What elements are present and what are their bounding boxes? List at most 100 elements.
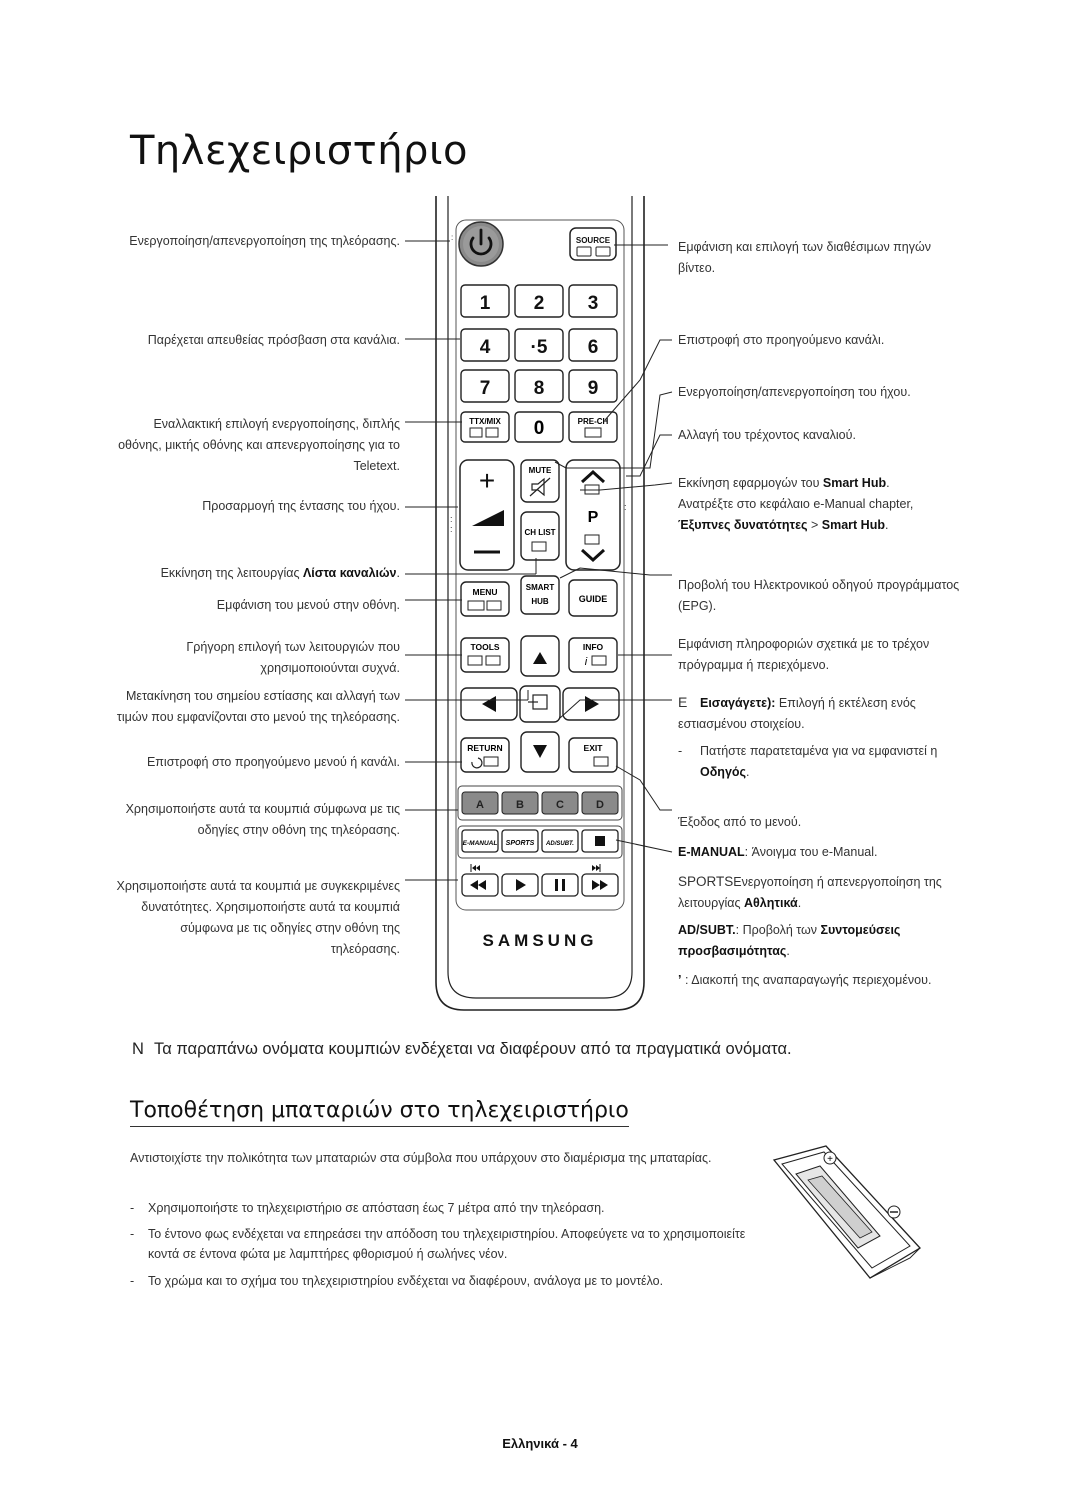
svg-text::: : bbox=[450, 524, 453, 534]
power-button[interactable] bbox=[458, 221, 504, 267]
enter-button[interactable] bbox=[519, 685, 561, 723]
svg-text:MUTE: MUTE bbox=[529, 466, 552, 475]
number-pad[interactable]: 1 2 3 4 ·5 6 7 8 9 bbox=[460, 284, 618, 403]
key-3: 3 bbox=[588, 293, 599, 314]
key-6: 6 bbox=[588, 337, 599, 358]
arrow-left-button[interactable] bbox=[460, 687, 518, 721]
volume-rocker[interactable]: + bbox=[459, 459, 515, 571]
ttx-mix-button[interactable]: TTX/MIX bbox=[460, 411, 510, 443]
key-4: 4 bbox=[480, 337, 491, 358]
label-return: Επιστροφή στο προηγούμενο μενού ή κανάλι… bbox=[146, 755, 400, 769]
label-ad-subt: AD/SUBT.: Προβολή των Συντομεύσεις προσβ… bbox=[678, 923, 901, 958]
battery-bullet: -Το χρώμα και το σχήμα του τηλεχειριστηρ… bbox=[130, 1274, 664, 1288]
label-info: Εμφάνιση πληροφοριών σχετικά με το τρέχο… bbox=[678, 637, 930, 672]
channel-rocker[interactable]: P bbox=[565, 459, 621, 571]
label-channel: Αλλαγή του τρέχοντος καναλιού. bbox=[678, 428, 856, 442]
label-pre-ch: Επιστροφή στο προηγούμενο κανάλι. bbox=[678, 333, 885, 347]
color-button-c[interactable]: C bbox=[541, 791, 579, 815]
label-volume: Προσαρμογή της έντασης του ήχου. bbox=[202, 499, 400, 513]
svg-text:A: A bbox=[476, 799, 484, 811]
label-tools: Γρήγορη επιλογή των λειτουργιών που χρησ… bbox=[186, 640, 400, 675]
source-button[interactable]: SOURCE bbox=[569, 227, 617, 261]
svg-text:C: C bbox=[556, 799, 564, 811]
page-footer: Ελληνικά - 4 bbox=[502, 1436, 578, 1451]
svg-text:HUB: HUB bbox=[531, 597, 549, 606]
svg-text:+: + bbox=[479, 465, 495, 496]
info-button[interactable]: INFO i bbox=[568, 637, 618, 673]
ch-list-button[interactable]: CH LIST bbox=[520, 511, 560, 561]
svg-text:MENU: MENU bbox=[472, 587, 497, 597]
svg-text:E-MANUAL: E-MANUAL bbox=[463, 840, 498, 847]
callout-lines bbox=[405, 240, 673, 881]
label-sports: SPORTSΕνεργοποίηση ή απενεργοποίηση της … bbox=[678, 874, 942, 910]
svg-text:D: D bbox=[596, 799, 604, 811]
svg-text:RETURN: RETURN bbox=[467, 743, 502, 753]
svg-text:B: B bbox=[516, 799, 524, 811]
svg-text:INFO: INFO bbox=[583, 642, 604, 652]
battery-section-title: Τοποθέτηση μπαταριών στο τηλεχειριστήριο bbox=[130, 1098, 629, 1127]
pause-button[interactable] bbox=[541, 873, 579, 897]
label-channels: Παρέχεται απευθείας πρόσβαση στα κανάλια… bbox=[147, 333, 400, 347]
key-2: 2 bbox=[534, 293, 545, 314]
label-guide-hint: -Πατήστε παρατεταμένα για να εμφανιστεί … bbox=[678, 744, 938, 779]
tools-button[interactable]: TOOLS bbox=[460, 637, 510, 673]
svg-text:TTX/MIX: TTX/MIX bbox=[469, 417, 501, 426]
svg-text:GUIDE: GUIDE bbox=[579, 594, 608, 604]
exit-button[interactable]: EXIT bbox=[568, 737, 618, 773]
label-channel-list: Εκκίνηση της λειτουργίας Λίστα καναλιών. bbox=[160, 566, 400, 580]
svg-text:PRE-CH: PRE-CH bbox=[578, 417, 609, 426]
fast-forward-button[interactable] bbox=[581, 873, 619, 897]
svg-text::: : bbox=[624, 502, 627, 512]
battery-bullet: -Χρησιμοποιήστε το τηλεχειριστήριο σε απ… bbox=[130, 1201, 605, 1215]
label-teletext: Εναλλακτική επιλογή ενεργοποίησης, διπλή… bbox=[118, 417, 400, 473]
key-8: 8 bbox=[534, 378, 545, 399]
key-0[interactable]: 0 bbox=[514, 411, 564, 443]
label-menu: Εμφάνιση του μενού στην οθόνη. bbox=[216, 598, 400, 612]
color-button-a[interactable]: A bbox=[461, 791, 499, 815]
page-title: Τηλεχειριστήριο bbox=[130, 128, 468, 174]
channel-p-label: P bbox=[588, 509, 599, 526]
stop-button[interactable] bbox=[581, 829, 619, 853]
key-9: 9 bbox=[588, 378, 599, 399]
menu-button[interactable]: MENU bbox=[460, 581, 510, 617]
svg-text:SMART: SMART bbox=[526, 583, 555, 592]
play-button[interactable] bbox=[501, 873, 539, 897]
battery-intro: Αντιστοιχίστε την πολικότητα των μπαταρι… bbox=[130, 1151, 712, 1165]
battery-bullet: -Το έντονο φως ενδέχεται να επηρεάσει τη… bbox=[130, 1227, 746, 1261]
mute-button[interactable]: MUTE bbox=[520, 459, 560, 503]
source-label: SOURCE bbox=[576, 236, 611, 245]
svg-text:+: + bbox=[827, 1154, 833, 1165]
svg-text::: : bbox=[451, 233, 453, 242]
label-power: Ενεργοποίηση/απενεργοποίηση της τηλεόρασ… bbox=[129, 234, 400, 248]
guide-button[interactable]: GUIDE bbox=[568, 579, 618, 617]
svg-text:SPORTS: SPORTS bbox=[506, 840, 535, 847]
svg-text:TOOLS: TOOLS bbox=[470, 642, 499, 652]
smart-hub-button[interactable]: SMART HUB bbox=[520, 575, 560, 615]
label-e-manual: E-MANUAL: Άνοιγμα του e-Manual. bbox=[678, 845, 878, 859]
sports-button[interactable]: SPORTS bbox=[501, 829, 539, 853]
e-manual-button[interactable]: E-MANUAL bbox=[461, 829, 499, 853]
note-icon: N bbox=[132, 1040, 144, 1058]
arrow-up-button[interactable] bbox=[520, 635, 560, 677]
samsung-logo: SAMSUNG bbox=[483, 931, 598, 950]
label-guide: Προβολή του Ηλεκτρονικού οδηγού προγράμμ… bbox=[678, 578, 960, 613]
color-button-b[interactable]: B bbox=[501, 791, 539, 815]
ad-subt-button[interactable]: AD/SUBT. bbox=[541, 829, 579, 853]
label-arrows: Μετακίνηση του σημείου εστίασης και αλλα… bbox=[116, 689, 400, 724]
label-special-buttons: Χρησιμοποιήστε αυτά τα κουμπιά με συγκεκ… bbox=[116, 879, 401, 956]
svg-text:CH LIST: CH LIST bbox=[524, 528, 555, 537]
svg-text::: : bbox=[450, 514, 453, 524]
key-1: 1 bbox=[480, 293, 491, 314]
rewind-button[interactable] bbox=[461, 873, 499, 897]
arrow-down-button[interactable] bbox=[520, 731, 560, 773]
label-mute: Ενεργοποίηση/απενεργοποίηση του ήχου. bbox=[678, 385, 911, 399]
key-7: 7 bbox=[480, 378, 491, 399]
return-button[interactable]: RETURN bbox=[460, 737, 510, 773]
label-exit: Έξοδος από το μενού. bbox=[678, 815, 802, 829]
svg-text:i: i bbox=[585, 656, 588, 668]
label-stop: ’ : Διακοπή της αναπαραγωγής περιεχομένο… bbox=[678, 973, 932, 987]
battery-compartment-illustration: + bbox=[772, 1145, 922, 1279]
color-button-d[interactable]: D bbox=[581, 791, 619, 815]
